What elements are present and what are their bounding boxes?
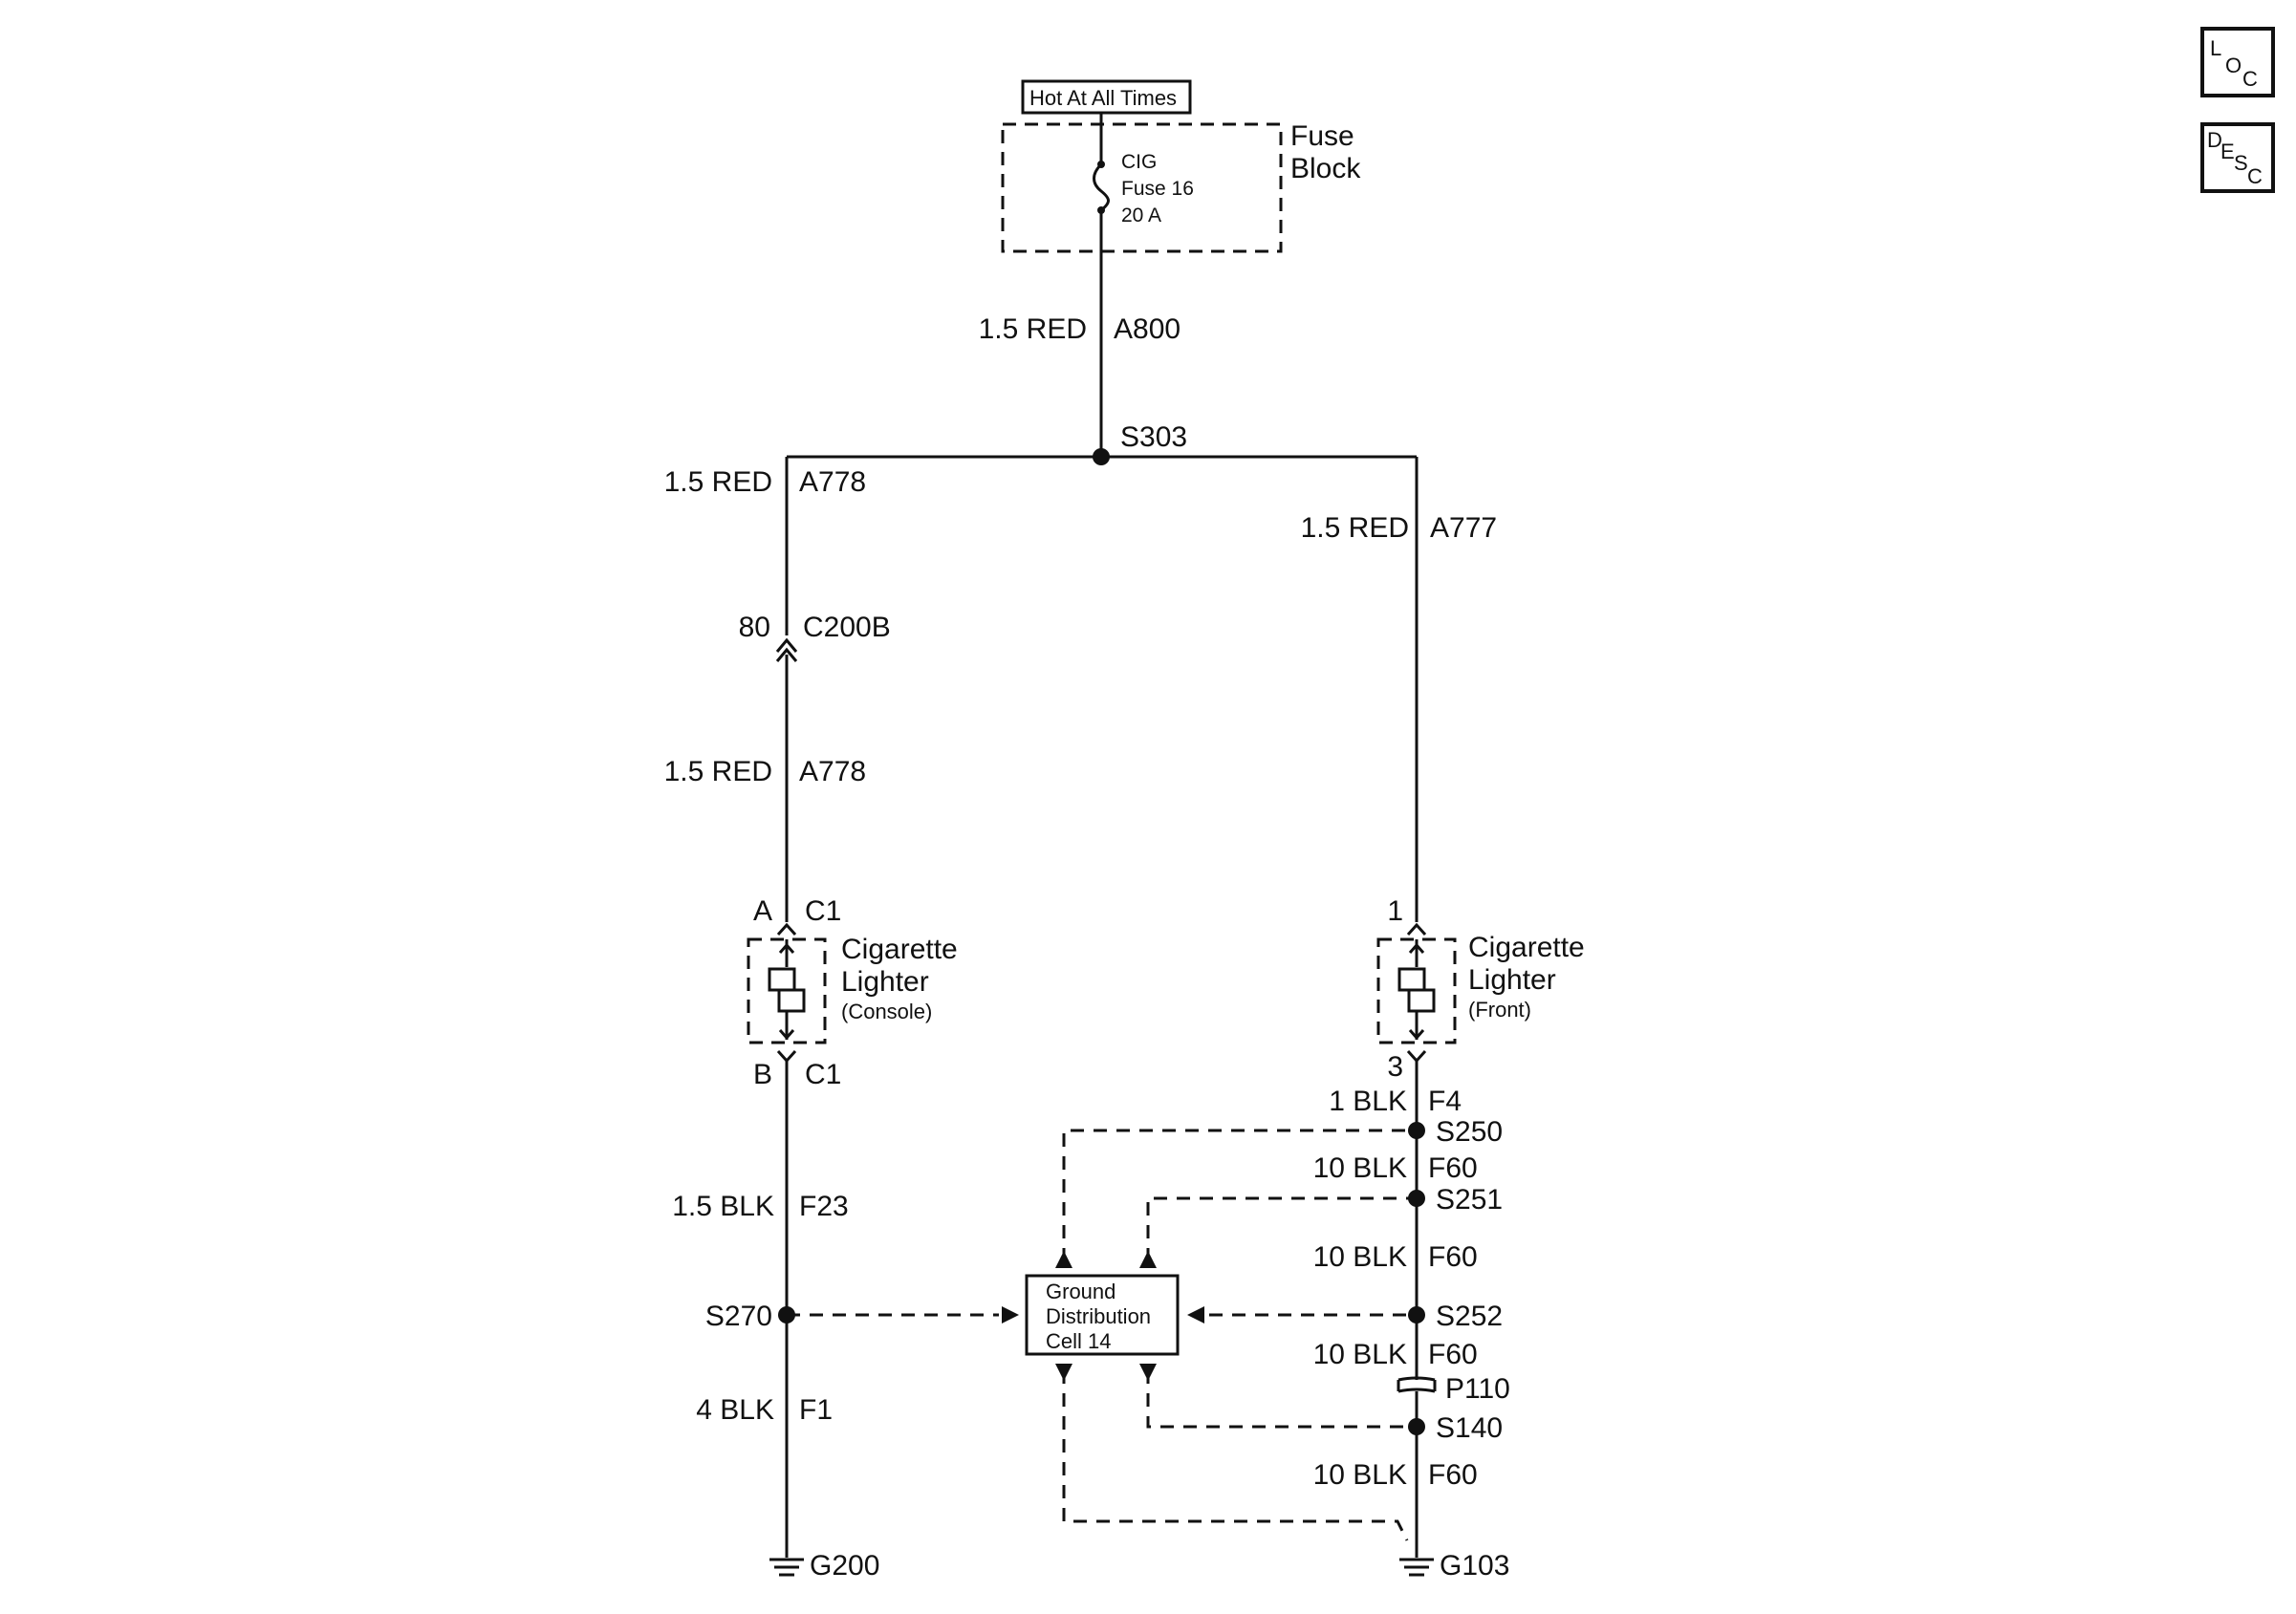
- power-source-label: Hot At All Times: [1029, 86, 1177, 110]
- console-lighter-location: (Console): [841, 1000, 932, 1023]
- loc-char-3: C: [2242, 67, 2258, 91]
- splice-s303-label: S303: [1120, 421, 1187, 453]
- fuse-terminal-top: [1097, 161, 1105, 168]
- wire-f60d-gauge: 10 BLK: [1313, 1459, 1407, 1491]
- front-lighter-element: [1397, 939, 1436, 1041]
- wire-f1-gauge: 4 BLK: [696, 1394, 774, 1426]
- front-lighter-name-2: Lighter: [1468, 964, 1556, 996]
- ground-g200-symbol: [769, 1558, 804, 1577]
- fuse-terminal-bottom: [1097, 206, 1105, 214]
- console-lighter-pin-a: [776, 922, 797, 936]
- splice-s140-label: S140: [1436, 1412, 1503, 1444]
- front-lighter-name-1: Cigarette: [1468, 932, 1585, 963]
- splice-s270-label: S270: [705, 1301, 772, 1332]
- splice-points: [778, 161, 1425, 1435]
- wire-a777-gauge: 1.5 RED: [1301, 512, 1409, 544]
- console-pin-b-label: B: [753, 1059, 772, 1090]
- front-lighter-outline: [1376, 937, 1457, 1044]
- fuse-block-title-2: Block: [1290, 153, 1361, 184]
- p110-connector: [1397, 1376, 1437, 1393]
- ground-g200-label: G200: [810, 1550, 879, 1582]
- splice-s251-label: S251: [1436, 1184, 1503, 1216]
- arrow-right-in: [1187, 1306, 1204, 1323]
- power-source-box: [1021, 79, 1192, 115]
- wire-f1-circuit: F1: [799, 1394, 833, 1426]
- desc-char-2: E: [2220, 140, 2235, 163]
- console-c1-bottom-label: C1: [805, 1059, 841, 1090]
- p110-label: P110: [1445, 1373, 1510, 1405]
- console-lighter-name-1: Cigarette: [841, 934, 958, 965]
- splice-s250-dot: [1408, 1122, 1425, 1139]
- fuse-element: [1093, 162, 1110, 212]
- c200b-connector-top: [775, 637, 798, 653]
- fuse-block-title-1: Fuse: [1290, 120, 1354, 152]
- ground-g103-label: G103: [1440, 1550, 1509, 1582]
- front-lighter-pin-1: [1406, 922, 1427, 936]
- wire-f60d-circuit: F60: [1428, 1459, 1478, 1491]
- loc-button[interactable]: L O C: [2200, 27, 2275, 97]
- wire-f60a-circuit: F60: [1428, 1152, 1478, 1184]
- fuse-block-outline: [1001, 122, 1283, 253]
- front-pin-1-label: 1: [1387, 895, 1403, 927]
- desc-char-3: S: [2234, 151, 2248, 175]
- fuse-name: CIG: [1121, 151, 1157, 173]
- arrow-up-right: [1139, 1251, 1157, 1268]
- arrow-left-in: [1002, 1306, 1019, 1323]
- desc-button[interactable]: D E S C: [2200, 122, 2275, 193]
- wire-f60c-gauge: 10 BLK: [1313, 1339, 1407, 1370]
- console-lighter-name-2: Lighter: [841, 966, 929, 998]
- wire-f60c-circuit: F60: [1428, 1339, 1478, 1370]
- wire-a778-lower-gauge: 1.5 RED: [664, 756, 772, 787]
- wire-f4-circuit: F4: [1428, 1086, 1462, 1117]
- arrow-down-left: [1055, 1364, 1072, 1381]
- fuse-rating: 20 A: [1121, 204, 1161, 226]
- front-lighter-pin-3: [1406, 1049, 1427, 1064]
- ground-cell-line-3: Cell 14: [1046, 1329, 1111, 1353]
- wire-f60b-gauge: 10 BLK: [1313, 1241, 1407, 1273]
- splice-s252-label: S252: [1436, 1301, 1503, 1332]
- splice-s250-label: S250: [1436, 1116, 1503, 1148]
- wire-f23-circuit: F23: [799, 1191, 849, 1222]
- loc-char-1: L: [2210, 36, 2221, 60]
- console-lighter-element: [768, 939, 806, 1041]
- desc-char-4: C: [2247, 164, 2263, 188]
- arrow-down-right: [1139, 1364, 1157, 1381]
- front-pin-3-label: 3: [1387, 1051, 1403, 1083]
- splice-s252-dot: [1408, 1306, 1425, 1323]
- ground-g103-symbol: [1399, 1558, 1434, 1577]
- c200b-pin-label: 80: [739, 612, 770, 643]
- wire-a778-lower-circuit: A778: [799, 756, 866, 787]
- ground-distribution-paths: [787, 1129, 1417, 1541]
- wire-f60a-gauge: 10 BLK: [1313, 1152, 1407, 1184]
- loc-char-2: O: [2225, 54, 2242, 77]
- wire-f4-gauge: 1 BLK: [1329, 1086, 1407, 1117]
- front-lighter-location: (Front): [1468, 998, 1531, 1022]
- wire-a800-gauge: 1.5 RED: [979, 313, 1087, 345]
- ground-distribution-cell-box[interactable]: [1025, 1274, 1180, 1356]
- wire-a777-circuit: A777: [1430, 512, 1497, 544]
- ground-cell-line-1: Ground: [1046, 1280, 1116, 1303]
- console-c1-top-label: C1: [805, 895, 841, 927]
- wire-a778-upper-gauge: 1.5 RED: [664, 466, 772, 498]
- splice-s251-dot: [1408, 1190, 1425, 1207]
- arrow-up-left: [1055, 1251, 1072, 1268]
- console-lighter-outline: [747, 937, 827, 1044]
- console-pin-a-label: A: [753, 895, 772, 927]
- splice-s303-dot: [1093, 448, 1110, 465]
- console-lighter-pin-b: [776, 1049, 797, 1064]
- ground-cell-line-2: Distribution: [1046, 1304, 1151, 1328]
- desc-char-1: D: [2207, 128, 2222, 152]
- wire-a800-circuit: A800: [1114, 313, 1180, 345]
- c200b-label: C200B: [803, 612, 891, 643]
- c200b-connector-bottom: [775, 647, 798, 662]
- splice-s140-dot: [1408, 1418, 1425, 1435]
- wire-f23-gauge: 1.5 BLK: [672, 1191, 774, 1222]
- wire-f60b-circuit: F60: [1428, 1241, 1478, 1273]
- wire-a778-upper-circuit: A778: [799, 466, 866, 498]
- fuse-number: Fuse 16: [1121, 178, 1194, 200]
- splice-s270-dot: [778, 1306, 795, 1323]
- ground-cell-arrows: [1002, 1251, 1204, 1381]
